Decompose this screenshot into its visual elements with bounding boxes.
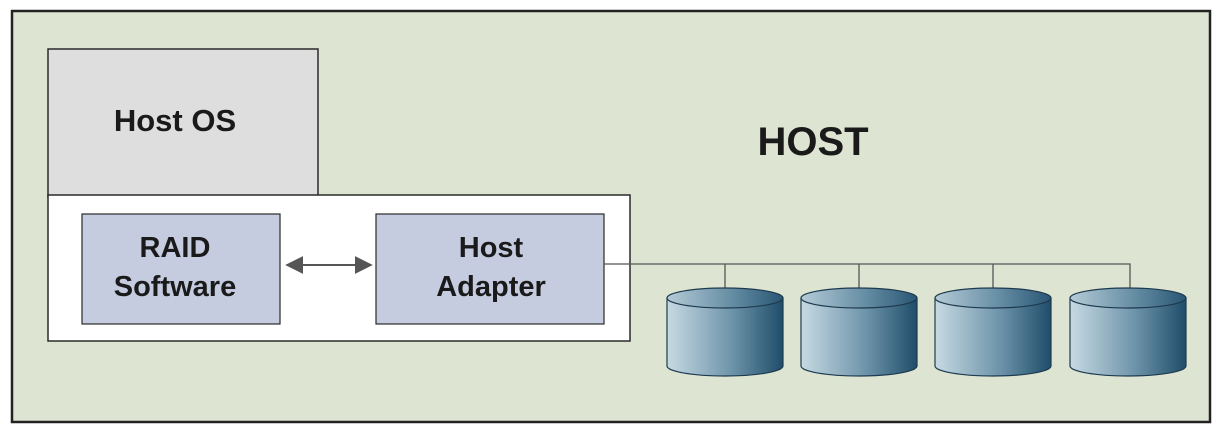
host-label: HOST bbox=[757, 120, 868, 164]
disk-top bbox=[800, 287, 918, 309]
host-adapter-label-line1: Host bbox=[459, 232, 524, 264]
raid-software-label-line2: Software bbox=[114, 271, 236, 303]
disk-array bbox=[666, 287, 1187, 377]
disk-body bbox=[800, 297, 918, 377]
disk-top bbox=[1069, 287, 1187, 309]
raid-software-label-line1: RAID bbox=[140, 232, 211, 264]
disk-body bbox=[1069, 297, 1187, 377]
raid-software-box bbox=[81, 213, 281, 325]
disk-cylinder-2 bbox=[800, 287, 918, 377]
disk-cylinder-4 bbox=[1069, 287, 1187, 377]
host-adapter-label-line2: Adapter bbox=[436, 271, 546, 303]
disk-body bbox=[666, 297, 784, 377]
disk-top bbox=[934, 287, 1052, 309]
bus-main-line bbox=[604, 263, 1131, 290]
host-os-label: Host OS bbox=[114, 103, 236, 138]
host-adapter-box bbox=[375, 213, 605, 325]
disk-top bbox=[666, 287, 784, 309]
disk-body bbox=[934, 297, 1052, 377]
disk-cylinder-1 bbox=[666, 287, 784, 377]
host-os-box bbox=[47, 48, 319, 198]
disk-cylinder-3 bbox=[934, 287, 1052, 377]
